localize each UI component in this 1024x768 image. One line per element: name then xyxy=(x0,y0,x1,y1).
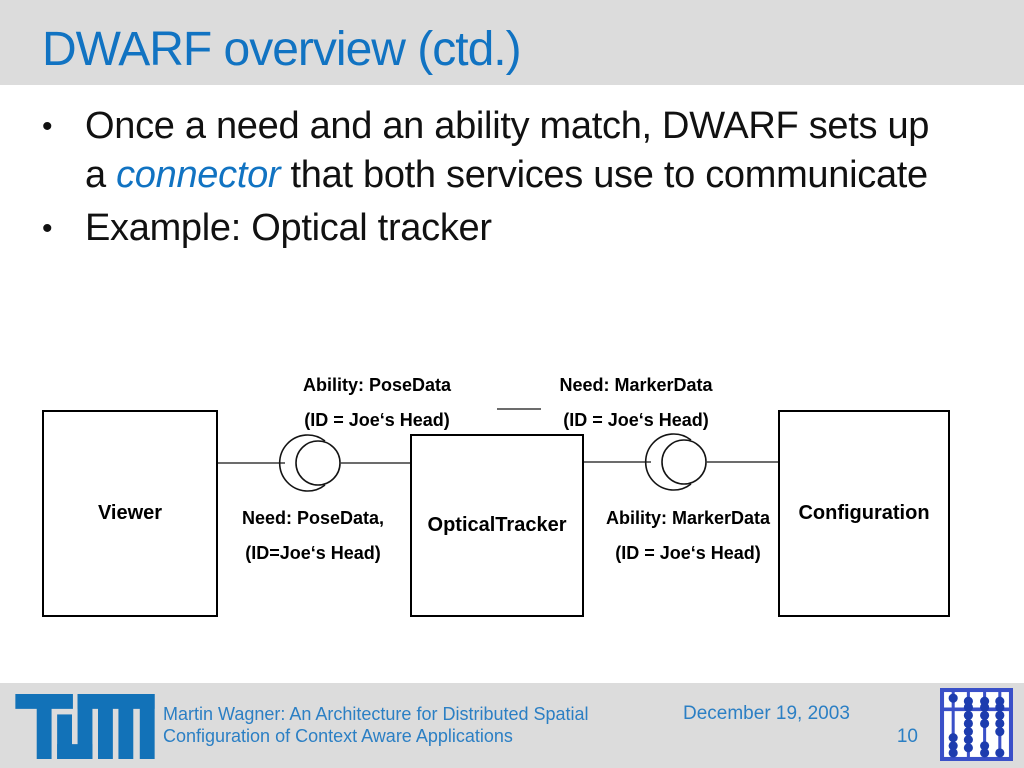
ability-markerdata-label: Ability: MarkerData (ID = Joe‘s Head) xyxy=(583,501,793,571)
bullet1-connector-term: connector xyxy=(116,154,281,196)
configuration-box-label: Configuration xyxy=(798,502,930,524)
bullet1-pre: Once a need and an ability match, DWARF … xyxy=(85,105,930,196)
configuration-service-box: Configuration xyxy=(778,410,950,617)
ability-markerdata-line2: (ID = Joe‘s Head) xyxy=(615,543,761,563)
tum-logo-icon xyxy=(15,694,155,759)
socket-arc-left xyxy=(278,434,326,492)
need-posedata-label: Need: PoseData, (ID=Joe‘s Head) xyxy=(208,501,418,571)
viewer-box-label: Viewer xyxy=(97,502,163,524)
bullet-item-1: • Once a need and an ability match, DWAR… xyxy=(42,102,942,200)
page-number: 10 xyxy=(896,726,918,747)
footer-author-line1: Martin Wagner: An Architecture for Distr… xyxy=(163,704,589,724)
ability-posedata-line1: Ability: PoseData xyxy=(302,375,452,395)
abacus-logo-icon xyxy=(940,688,1013,761)
need-markerdata-label: Need: MarkerData (ID = Joe‘s Head) xyxy=(531,368,741,438)
title-band xyxy=(0,0,1024,85)
bullet-text-1: Once a need and an ability match, DWARF … xyxy=(85,102,941,200)
optical-tracker-service-box: OpticalTracker xyxy=(410,434,584,617)
footer-author-line2: Configuration of Context Aware Applicati… xyxy=(163,726,513,746)
ability-markerdata-line1: Ability: MarkerData xyxy=(605,508,771,528)
socket-arc-right xyxy=(644,433,692,491)
ball-interface-left xyxy=(295,440,341,486)
ball-interface-right xyxy=(661,439,707,485)
bullet-text-2: Example: Optical tracker xyxy=(85,207,492,249)
optical-tracker-box-label: OpticalTracker xyxy=(427,514,567,536)
bullet-list: • Once a need and an ability match, DWAR… xyxy=(42,102,942,253)
need-posedata-line2: (ID=Joe‘s Head) xyxy=(245,543,381,563)
footer-date: December 19, 2003 xyxy=(683,703,850,724)
bullet-marker: • xyxy=(42,212,53,245)
bullet-marker: • xyxy=(42,110,53,143)
footer-band xyxy=(0,683,1024,768)
ability-posedata-label: Ability: PoseData (ID = Joe‘s Head) xyxy=(272,368,482,438)
bullet-item-2: • Example: Optical tracker xyxy=(42,204,942,253)
viewer-service-box: Viewer xyxy=(42,410,218,617)
slide-title: DWARF overview (ctd.) xyxy=(42,23,522,76)
need-markerdata-line1: Need: MarkerData xyxy=(559,375,713,395)
need-markerdata-line2: (ID = Joe‘s Head) xyxy=(563,410,709,430)
ability-posedata-line2: (ID = Joe‘s Head) xyxy=(304,410,450,430)
bullet1-post: that both services use to communicate xyxy=(280,154,929,196)
need-posedata-line1: Need: PoseData, xyxy=(241,508,385,528)
footer-author: Martin Wagner: An Architecture for Distr… xyxy=(163,703,589,747)
